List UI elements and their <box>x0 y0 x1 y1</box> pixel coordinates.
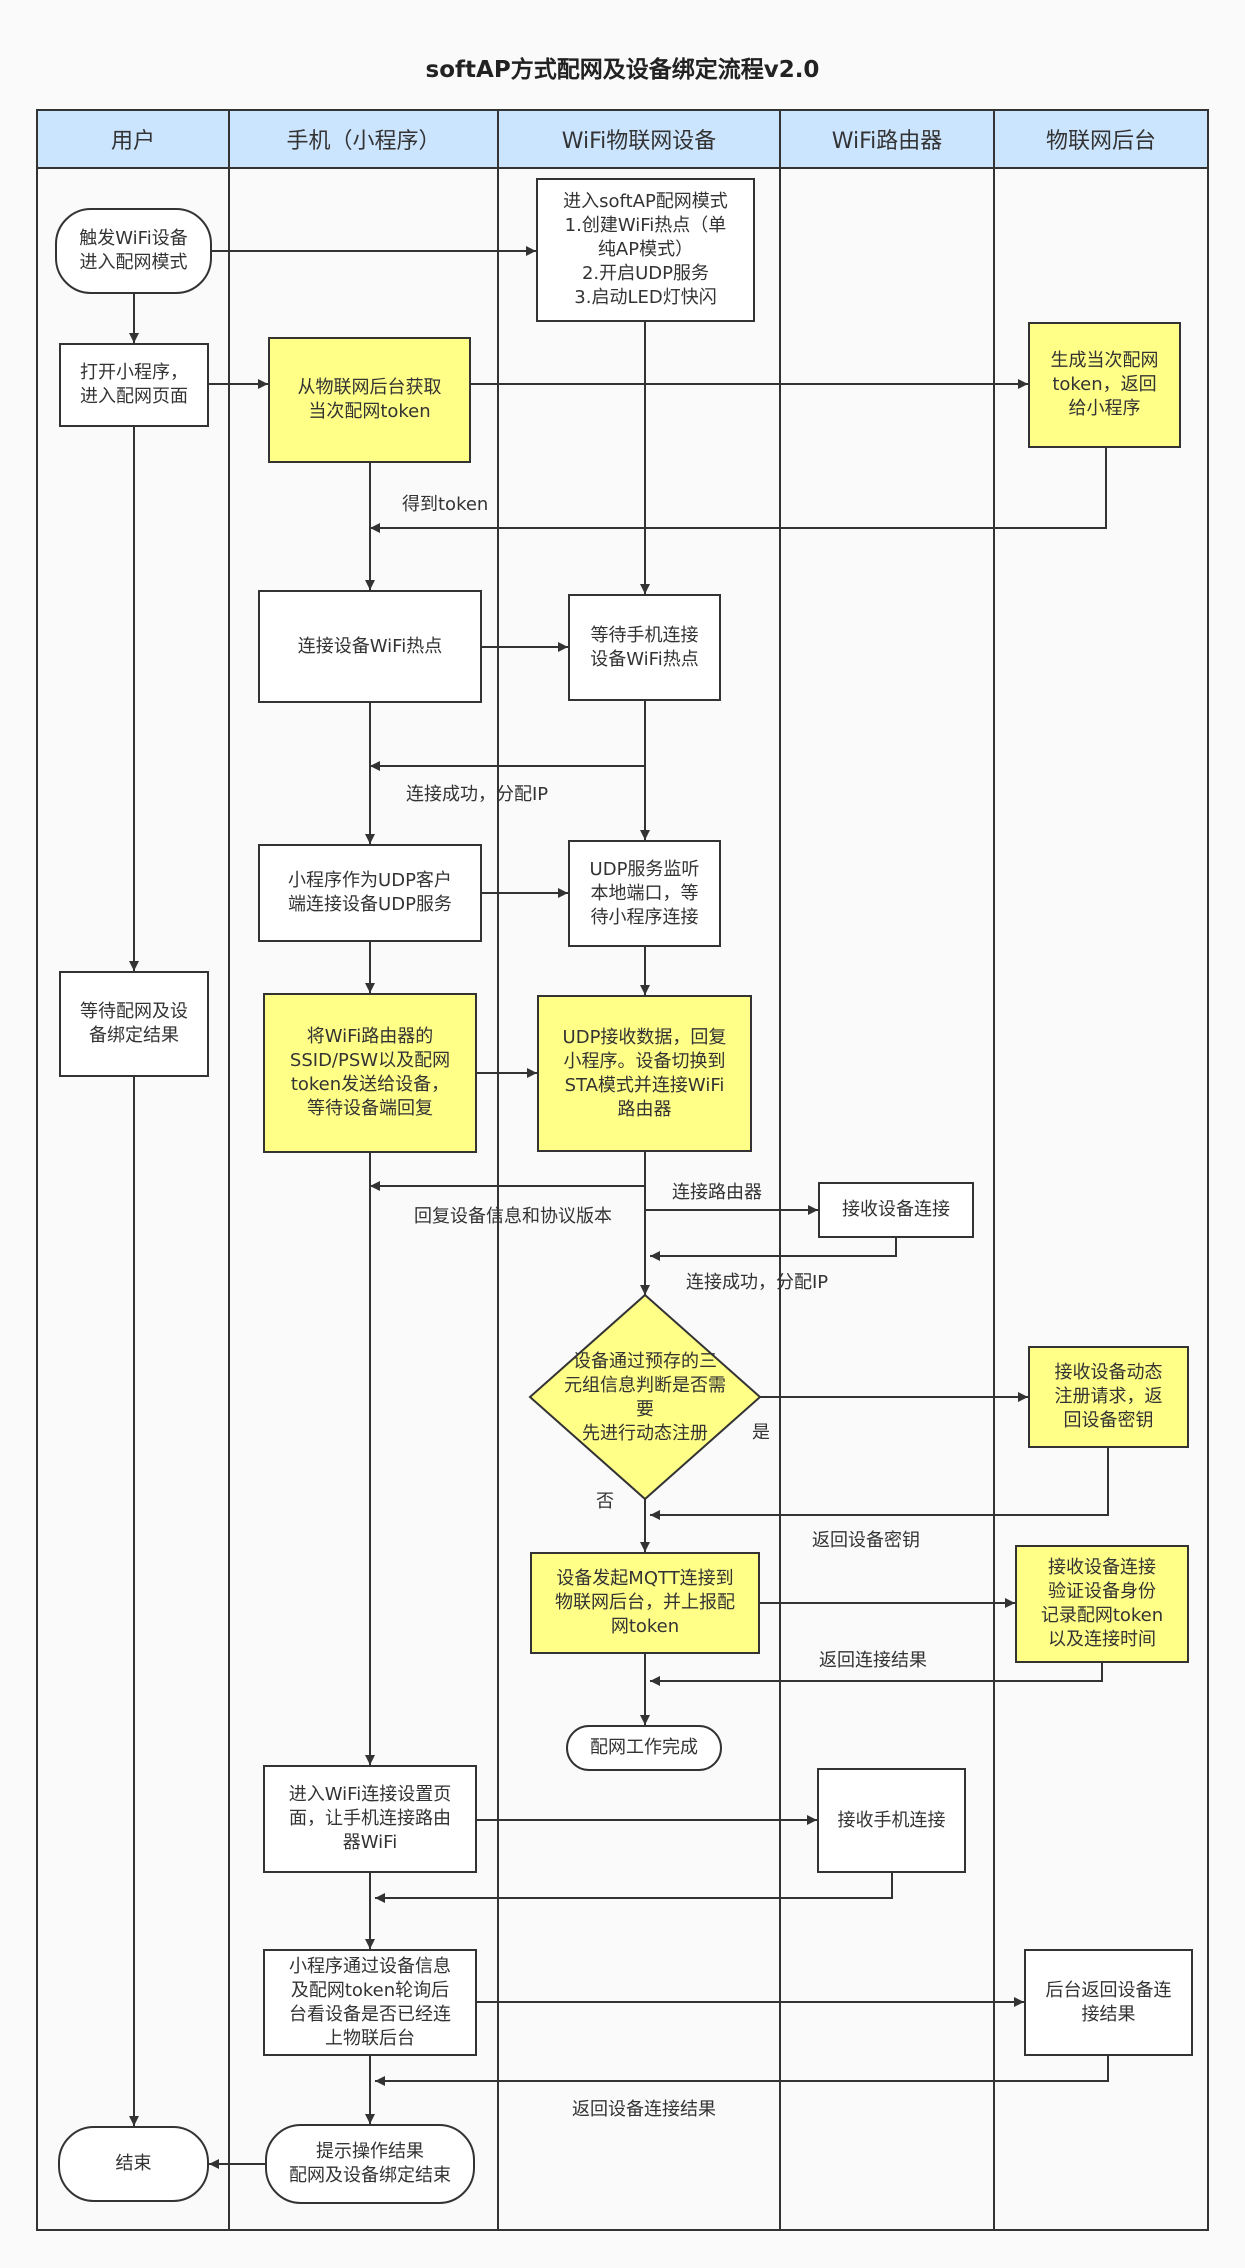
lane-header-cloud: 物联网后台 <box>1045 129 1156 154</box>
label-yes: 是 <box>752 1422 770 1443</box>
user-wait-node: 等待配网及设 备绑定结果 <box>59 971 209 1077</box>
label-return-conn: 返回连接结果 <box>819 1650 927 1671</box>
router-accept-phone-node: 接收手机连接 <box>817 1768 966 1873</box>
phone-result-node: 提示操作结果 配网及设备绑定结束 <box>265 2124 475 2204</box>
device-udp-listen-node: UDP服务监听 本地端口，等 待小程序连接 <box>568 840 721 947</box>
device-done-node: 配网工作完成 <box>566 1725 722 1771</box>
phone-get-token-node: 从物联网后台获取 当次配网token <box>268 337 471 463</box>
lane-header-device: WiFi物联网设备 <box>561 129 717 154</box>
label-connected-ip-2: 连接成功，分配IP <box>686 1272 829 1293</box>
label-got-token: 得到token <box>402 494 489 515</box>
flow-arrow <box>375 1873 893 1903</box>
label-connect-router: 连接路由器 <box>672 1182 762 1203</box>
cloud-dynamic-register-node: 接收设备动态 注册请求，返 回设备密钥 <box>1028 1346 1189 1448</box>
phone-connect-hotspot-node: 连接设备WiFi热点 <box>258 590 482 703</box>
phone-wifi-settings-node: 进入WiFi连接设置页 面，让手机连接路由 器WiFi <box>263 1765 477 1873</box>
cloud-gen-token-node: 生成当次配网 token，返回 给小程序 <box>1028 322 1181 448</box>
user-trigger-node: 触发WiFi设备 进入配网模式 <box>55 208 212 294</box>
label-no: 否 <box>596 1491 614 1512</box>
device-softap-node: 进入softAP配网模式 1.创建WiFi热点（单 纯AP模式） 2.开启UDP… <box>536 178 755 322</box>
router-accept-device-node: 接收设备连接 <box>818 1182 974 1238</box>
user-open-node: 打开小程序， 进入配网页面 <box>59 343 209 427</box>
label-reply-info: 回复设备信息和协议版本 <box>414 1206 612 1227</box>
flow-arrow <box>370 448 1107 533</box>
device-udp-recv-node: UDP接收数据，回复 小程序。设备切换到 STA模式并连接WiFi 路由器 <box>537 995 752 1152</box>
lane-header-band <box>36 109 1209 169</box>
user-end-node: 结束 <box>58 2126 209 2202</box>
device-decision-text: 设备通过预存的三 元组信息判断是否需要 先进行动态注册 <box>564 1351 726 1444</box>
label-connected-ip: 连接成功，分配IP <box>406 784 549 805</box>
label-return-device-conn: 返回设备连接结果 <box>572 2099 716 2120</box>
flow-arrow <box>650 1448 1109 1520</box>
cloud-verify-node: 接收设备连接 验证设备身份 记录配网token 以及连接时间 <box>1015 1545 1189 1663</box>
diagram-title: softAP方式配网及设备绑定流程v2.0 <box>425 57 820 83</box>
lane-header-user: 用户 <box>110 129 155 154</box>
phone-udp-client-node: 小程序作为UDP客户 端连接设备UDP服务 <box>258 844 482 942</box>
flow-arrow <box>650 1663 1103 1686</box>
label-return-key: 返回设备密钥 <box>812 1530 920 1551</box>
device-mqtt-node: 设备发起MQTT连接到 物联网后台，并上报配 网token <box>530 1552 760 1654</box>
lane-header-router: WiFi路由器 <box>831 129 943 154</box>
flow-arrow <box>375 2056 1109 2086</box>
lane-header-phone: 手机（小程序） <box>286 129 441 154</box>
flow-arrow <box>650 1238 897 1261</box>
phone-poll-node: 小程序通过设备信息 及配网token轮询后 台看设备是否已经连 上物联后台 <box>263 1949 477 2056</box>
device-wait-phone-node: 等待手机连接 设备WiFi热点 <box>568 594 721 701</box>
phone-send-ssid-node: 将WiFi路由器的 SSID/PSW以及配网 token发送给设备， 等待设备端… <box>263 993 477 1153</box>
cloud-return-result-node: 后台返回设备连 接结果 <box>1024 1949 1193 2056</box>
